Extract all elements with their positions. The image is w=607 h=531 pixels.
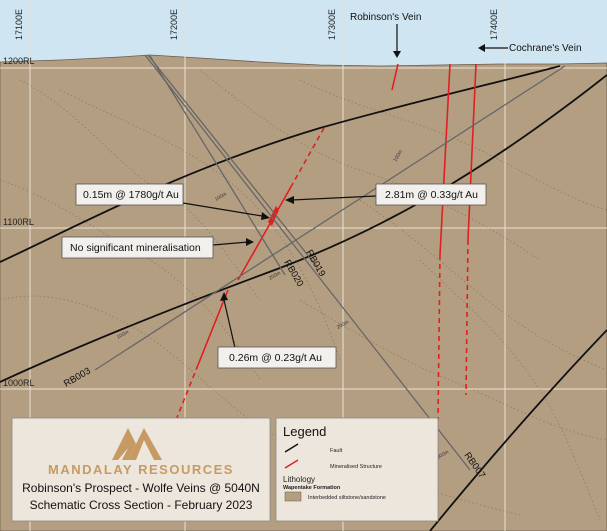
logo-peak-left xyxy=(112,428,136,460)
callout-box xyxy=(61,236,214,259)
mandalay-logo-icon xyxy=(112,428,162,460)
leader-rb019-intercept xyxy=(291,195,377,201)
arrowhead xyxy=(393,51,401,58)
leader-rb003-intercept xyxy=(223,299,236,349)
callout-text-rb020: 0.15m @ 1780g/t Au xyxy=(83,189,179,201)
depth-mark-rb020-100m: 100m xyxy=(214,191,228,202)
cochranes-vein-projected xyxy=(465,239,469,396)
formline xyxy=(59,89,341,361)
arrowhead xyxy=(478,44,485,52)
legend-lithology-swatch xyxy=(284,491,302,502)
easting-label-17100: 17100E xyxy=(14,9,24,40)
arrowhead xyxy=(246,238,254,246)
depth-mark-rb007-200m: 200m xyxy=(336,319,350,330)
formline xyxy=(299,79,607,211)
arrowhead xyxy=(220,292,228,301)
easting-label-17400: 17400E xyxy=(489,9,499,40)
company-name: MANDALAY RESOURCES xyxy=(48,462,234,477)
vein-label-cochranes: Cochrane's Vein xyxy=(509,43,582,54)
formline xyxy=(0,295,251,421)
leader-no-significant xyxy=(212,241,249,246)
drillhole-rb007-trace xyxy=(144,54,471,471)
formline xyxy=(199,69,541,261)
callout-rb003: 0.26m @ 0.23g/t Au xyxy=(217,346,337,369)
depth-mark-rb003-100m: 100m xyxy=(116,329,130,340)
structure-rb020-trace xyxy=(237,184,293,281)
fault-upper xyxy=(0,65,561,263)
callout-box xyxy=(75,183,184,206)
callout-box xyxy=(375,183,487,206)
drillhole-rb003-trace xyxy=(94,65,566,371)
legend-fault-label: Fault xyxy=(330,448,343,454)
legend-fault-swatch xyxy=(284,443,299,453)
legend-lithology-heading: Lithology xyxy=(283,475,315,484)
depth-mark-rb003-upper: 100m xyxy=(393,149,404,163)
arrowhead xyxy=(261,212,270,220)
drillhole-rb020-trace xyxy=(149,55,286,276)
structure-upper-projected xyxy=(291,127,325,186)
callout-no-significant: No significant mineralisation xyxy=(61,236,214,259)
cochranes-vein-trace xyxy=(467,63,477,241)
section-subtitle: Schematic Cross Section - February 2023 xyxy=(30,498,253,512)
callout-box xyxy=(217,346,337,369)
rl-label-1100: 1100RL xyxy=(3,217,34,227)
vein-label-robinsons: Robinson's Vein xyxy=(350,12,421,23)
depth-mark-rb019-200m: 200m xyxy=(268,270,282,281)
legend-mineralised-label: Mineralised Structure xyxy=(330,464,382,470)
vein-west-trace xyxy=(439,63,451,256)
callout-text-rb019: 2.81m @ 0.33g/t Au xyxy=(385,189,478,201)
callout-leaders xyxy=(182,195,377,349)
drillhole-rb019-trace xyxy=(147,54,319,269)
depth-mark-rb007-300m: 300m xyxy=(436,449,450,460)
legend-frame xyxy=(275,417,439,522)
legend-title: Legend xyxy=(283,424,326,439)
easting-label-17300: 17300E xyxy=(327,9,337,40)
high-grade-intercept-rb020 xyxy=(268,206,279,226)
title-block: MANDALAY RESOURCES Robinson's Prospect -… xyxy=(11,417,271,522)
callout-text-rb003: 0.26m @ 0.23g/t Au xyxy=(229,352,322,364)
legend: Legend Fault Mineralised Structure Litho… xyxy=(275,417,439,522)
callout-text-no-significant: No significant mineralisation xyxy=(70,242,201,254)
structure-rb003-trace xyxy=(197,289,229,366)
legend-mineralised-swatch xyxy=(284,459,299,469)
robinsons-vein-trace xyxy=(391,63,399,91)
easting-label-17200: 17200E xyxy=(169,9,179,40)
leader-rb020-intercept xyxy=(182,202,263,217)
logo-peak-right xyxy=(128,428,162,460)
vein-west-projected xyxy=(437,254,441,421)
callout-rb020: 0.15m @ 1780g/t Au xyxy=(75,183,184,206)
lithology-rock-mass xyxy=(0,54,607,531)
drillholes xyxy=(94,54,566,471)
rl-label-1000: 1000RL xyxy=(3,378,35,388)
rl-label-1200: 1200RL xyxy=(3,56,35,66)
legend-formation-label: Wapentake Formation xyxy=(283,485,341,491)
formline xyxy=(419,259,601,521)
callout-rb019: 2.81m @ 0.33g/t Au xyxy=(375,183,487,206)
legend-lithology-label: Interbedded siltstone/sandstone xyxy=(308,495,386,501)
arrowhead xyxy=(285,196,294,204)
fault-lower xyxy=(429,329,607,531)
section-title: Robinson's Prospect - Wolfe Veins @ 5040… xyxy=(22,481,260,495)
